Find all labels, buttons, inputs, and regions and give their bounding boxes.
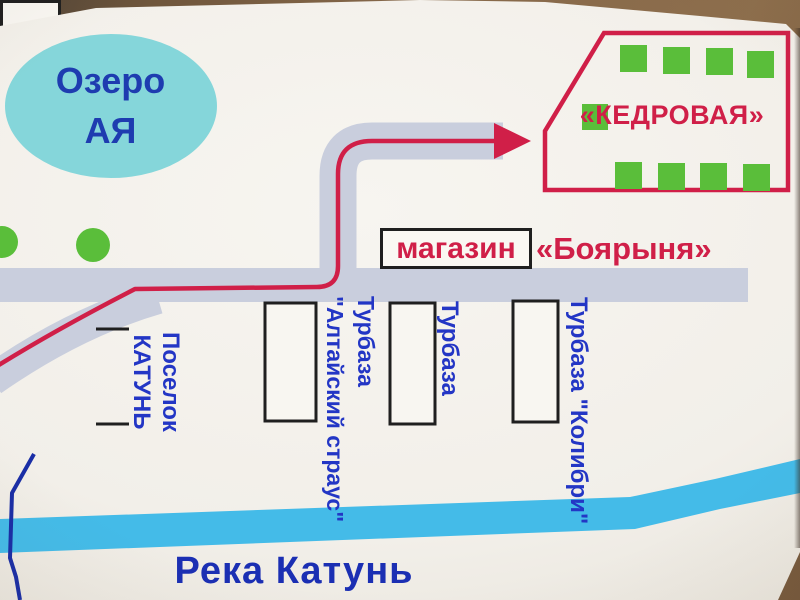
lake-aya-shape (5, 34, 217, 178)
tree-dot (0, 226, 18, 258)
riverside-road-line (8, 453, 36, 600)
resort-kedrovaya-label: «КЕДРОВАЯ» (579, 100, 765, 130)
camp-a-line2: "Алтайский страус" (322, 296, 348, 523)
road-branch-left (0, 282, 163, 394)
resort-building-square (747, 51, 774, 78)
resort-building-square (743, 164, 770, 191)
camp-building (388, 301, 437, 426)
river-katun-label: Река Катунь (174, 550, 414, 592)
camp-altaiskiy-straus-label: Турбаза "Алтайский страус" (319, 296, 381, 523)
camp-b-line1: Турбаза (436, 301, 463, 396)
resort-building-square (615, 162, 642, 189)
village-label-line2: КАТУНЬ (128, 334, 155, 430)
camp-kolibri-label: Турбаза "Колибри" (563, 297, 593, 525)
shop-box-label: магазин (396, 232, 516, 265)
photo-edge-shadow (794, 28, 800, 548)
camp-turbaza-label: Турбаза (434, 301, 464, 501)
resort-building-square (582, 104, 608, 130)
camp-c-line1: Турбаза "Колибри" (565, 297, 592, 525)
lake-label-line1: Озеро (55, 60, 166, 101)
lake-label-line2: АЯ (84, 110, 137, 152)
village-katun-label: Поселок КАТУНЬ (127, 321, 185, 443)
route-line (0, 138, 494, 367)
route-arrowhead (494, 123, 531, 159)
camp-building (511, 299, 560, 424)
camp-a-line1: Турбаза (353, 296, 379, 387)
river-katun-shape (0, 459, 800, 553)
resort-building-square (658, 163, 685, 190)
camp-building (263, 301, 318, 423)
resort-building-square (706, 48, 733, 75)
resort-building-square (620, 45, 647, 72)
lake-aya-label: Озеро АЯ (8, 56, 213, 157)
resort-building-square (700, 163, 727, 190)
shop-name-label: «Боярыня» (536, 231, 712, 266)
village-label-line1: Поселок (157, 332, 184, 432)
resort-building-square (663, 47, 690, 74)
tree-dot (76, 228, 110, 262)
shop-box: магазин (380, 228, 532, 269)
